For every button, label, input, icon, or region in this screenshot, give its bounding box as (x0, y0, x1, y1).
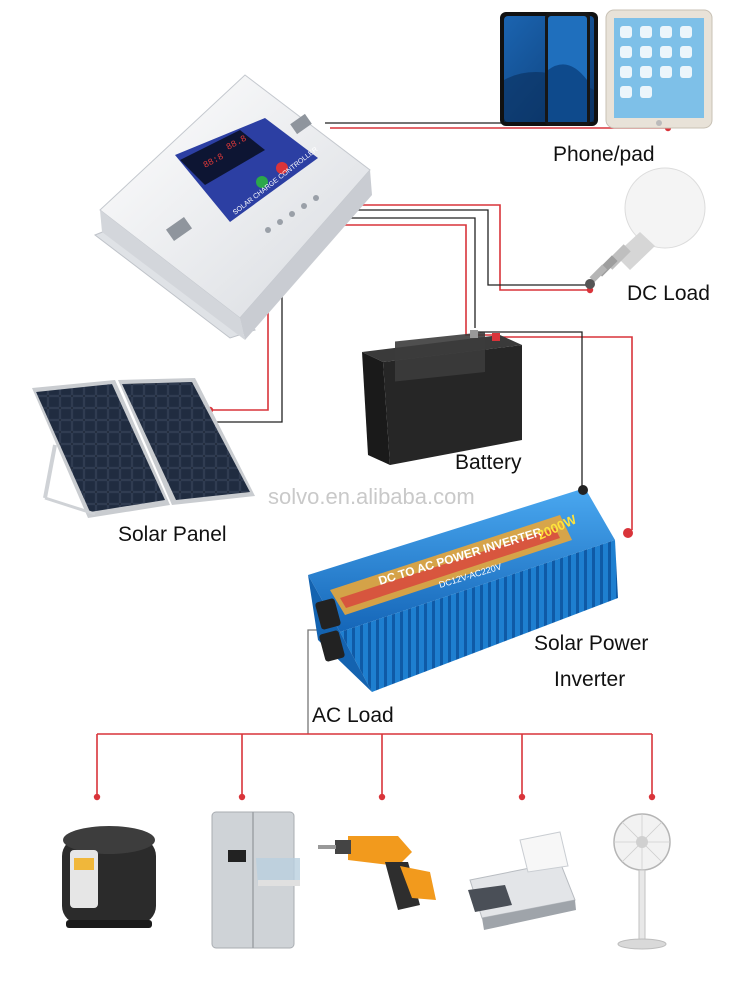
printer-icon (468, 832, 576, 930)
bulb-icon (585, 168, 705, 289)
watermark: solvo.en.alibaba.com (268, 484, 475, 510)
tablet-icon (606, 10, 712, 128)
label-inverter-line2: Inverter (554, 668, 625, 692)
label-battery: Battery (455, 451, 522, 475)
label-phone-pad: Phone/pad (553, 143, 655, 167)
wire-battery-black (335, 218, 475, 328)
label-dc-load: DC Load (627, 282, 710, 306)
label-inverter-line1: Solar Power (534, 632, 648, 656)
solar-panel-icon (32, 378, 255, 518)
fan-icon (614, 814, 670, 949)
inverter-icon: DC TO AC POWER INVERTER DC12V-AC220V 200… (308, 485, 633, 692)
refrigerator-icon (212, 812, 300, 948)
label-ac-load: AC Load (312, 704, 394, 728)
rice-cooker-icon (62, 826, 156, 928)
label-solar-panel: Solar Panel (118, 523, 227, 547)
battery-icon (362, 330, 522, 465)
wire-dc-black (345, 210, 592, 285)
wire-battery-red (330, 225, 492, 335)
phone-icon (500, 12, 598, 126)
charge-controller: 88:8 88.8 SOLAR CHARGE CONTROLLER (95, 75, 372, 340)
drill-icon (318, 836, 436, 910)
